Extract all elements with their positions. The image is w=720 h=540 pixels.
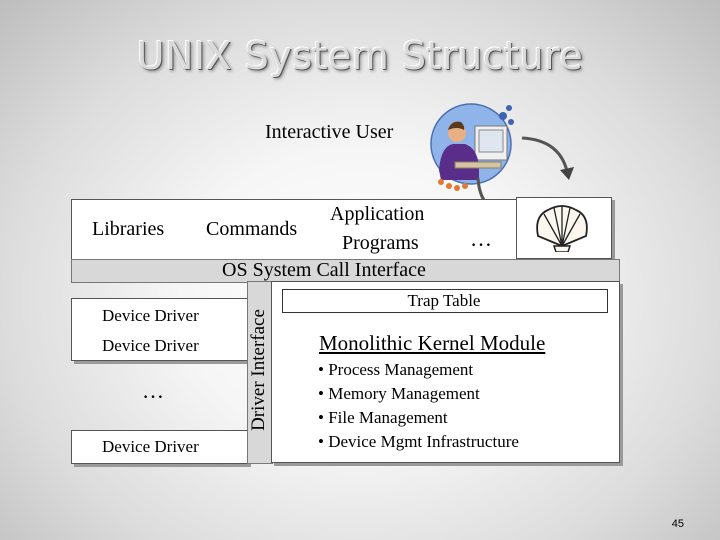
kernel-service-item: • Device Mgmt Infrastructure xyxy=(318,432,519,451)
system-call-interface-label: OS System Call Interface xyxy=(222,259,426,281)
trap-table-box xyxy=(282,289,608,313)
device-driver-box-bottom xyxy=(71,430,248,464)
device-driver-label-1: Device Driver xyxy=(102,306,199,325)
device-driver-ellipsis: … xyxy=(142,378,164,403)
driver-interface-label: Driver Interface xyxy=(248,309,269,431)
kernel-module-title: Monolithic Kernel Module xyxy=(319,331,546,355)
driver-interface-band xyxy=(247,281,273,464)
application-programs-line2: Programs xyxy=(342,232,419,254)
commands-label: Commands xyxy=(206,218,298,240)
trap-table-label: Trap Table xyxy=(407,291,481,310)
device-driver-label-3: Device Driver xyxy=(102,437,199,456)
person-at-computer-icon xyxy=(430,103,514,191)
device-driver-box-top xyxy=(71,298,248,361)
shell-icon xyxy=(536,205,588,252)
kernel-services-list: • Process Management • Memory Management… xyxy=(318,358,519,454)
kernel-service-item: • Memory Management xyxy=(318,384,480,403)
libraries-label: Libraries xyxy=(92,218,165,240)
application-programs-line1: Application xyxy=(330,203,425,225)
interactive-user-label: Interactive User xyxy=(265,121,394,143)
slide-title: UNIX System Structure xyxy=(136,34,584,78)
device-driver-label-2: Device Driver xyxy=(102,336,199,355)
kernel-service-item: • Process Management xyxy=(318,360,474,379)
page-number: 45 xyxy=(671,518,684,530)
kernel-service-item: • File Management xyxy=(318,408,448,427)
application-ellipsis: … xyxy=(470,226,492,251)
